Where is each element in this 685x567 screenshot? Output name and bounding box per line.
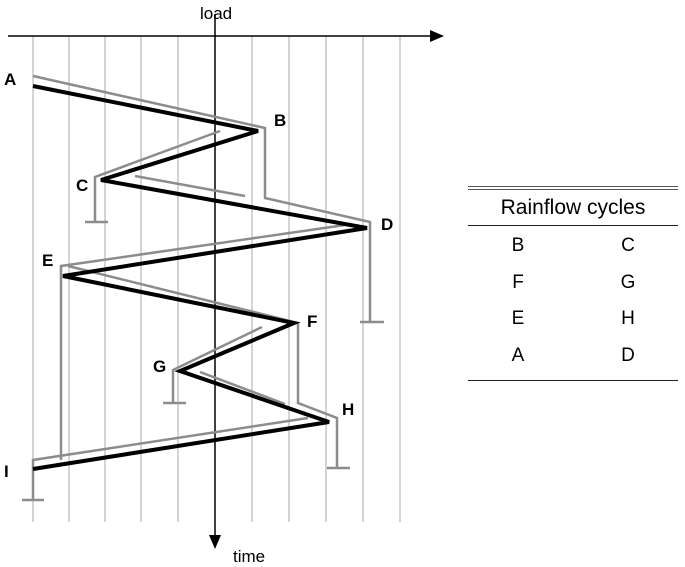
point-label-C: C <box>76 176 88 195</box>
rainflow-path-D <box>59 223 346 460</box>
rainflow-path-H <box>31 416 309 500</box>
rainflow-path-E <box>67 264 339 468</box>
point-label-A: A <box>4 70 16 89</box>
point-label-G: G <box>153 357 166 376</box>
rainflow-cycles-table: Rainflow cycles B C F G E H A D <box>468 186 678 381</box>
table-cell: G <box>620 271 636 293</box>
time-axis-label: time <box>233 547 265 566</box>
rainflow-path-B <box>93 129 221 222</box>
table-row: E H <box>468 301 678 338</box>
point-labels: A B C D E F G H I <box>4 70 393 481</box>
table-body: B C F G E H A D <box>468 226 678 381</box>
rainflow-path-F <box>171 325 263 403</box>
point-label-B: B <box>274 111 286 130</box>
table-cell: H <box>621 308 635 329</box>
point-label-E: E <box>42 251 53 270</box>
table-row: F G <box>468 265 678 302</box>
table-title: Rainflow cycles <box>468 190 678 226</box>
time-axis-arrow-icon <box>209 535 221 549</box>
rainflow-path-G <box>199 370 286 406</box>
point-label-D: D <box>381 215 393 234</box>
rainflow-paths <box>22 74 384 502</box>
rainflow-path-A <box>32 74 372 322</box>
point-label-I: I <box>4 462 9 481</box>
table-cell: F <box>512 271 524 293</box>
table-cell: D <box>621 344 635 366</box>
table-row: B C <box>468 228 678 265</box>
table-row: A D <box>468 338 678 375</box>
point-label-F: F <box>307 312 317 331</box>
table-cell: A <box>511 344 525 366</box>
load-axis-label: load <box>200 4 232 23</box>
table-cell: E <box>511 308 525 329</box>
load-axis-arrow-icon <box>430 30 444 42</box>
rainflow-path-C <box>134 174 246 198</box>
load-history-line <box>32 84 368 471</box>
table-cell: B <box>511 235 525 256</box>
point-label-H: H <box>342 400 354 419</box>
table-cell: C <box>621 235 635 256</box>
table-top-rule <box>468 186 678 190</box>
grid-lines <box>32 36 401 522</box>
